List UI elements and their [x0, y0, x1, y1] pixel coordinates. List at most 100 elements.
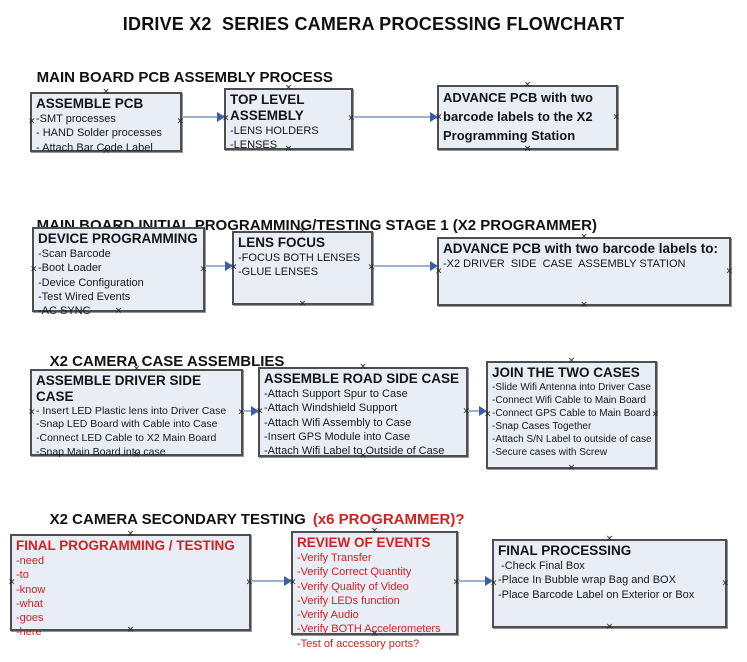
flow-box-join-the-two-cases: JOIN THE TWO CASES -Slide Wifi Antenna i…: [484, 357, 659, 473]
box-line: -Verify BOTH Accelerometers: [297, 623, 441, 636]
section-heading-red-suffix: (x6 PROGRAMMER)?: [312, 511, 465, 528]
arrow-head-icon: [225, 261, 233, 271]
box-line: -Verify Correct Quantity: [297, 566, 412, 579]
box-line: -Attach Support Spur to Case: [264, 387, 408, 400]
box-line: -Connect GPS Cable to Main Board: [492, 407, 651, 419]
section-heading-text: X2 CAMERA CASE ASSEMBLIES: [49, 353, 285, 370]
box-line: -Attach S/N Label to outside of case: [492, 433, 652, 445]
arrow-head-icon: [479, 406, 487, 416]
flow-box-lens-focus: LENS FOCUS -FOCUS BOTH LENSES -GLUE LENS…: [230, 227, 375, 309]
box-line: -Snap Main Board into case: [36, 445, 166, 458]
flow-box-assemble-pcb: ASSEMBLE PCB -SMT processes - HAND Solde…: [28, 88, 184, 156]
flow-box-final-processing: FINAL PROCESSING -Check Final Box -Place…: [490, 535, 729, 632]
arrow-head-icon: [430, 261, 438, 271]
flow-box-advance-pcb-programming-station: ADVANCE PCB with two barcode labels to t…: [435, 81, 620, 154]
flow-box-assemble-driver-side-case: ASSEMBLE DRIVER SIDE CASE - Insert LED P…: [28, 365, 245, 460]
box-line: -goes: [16, 612, 44, 625]
arrow-line: [182, 116, 218, 118]
connector-handle-icon: ×: [523, 144, 532, 154]
box-line: -FOCUS BOTH LENSES: [238, 251, 361, 264]
box-title: TOP LEVEL ASSEMBLY: [230, 92, 308, 123]
flow-box-advance-pcb-driver-side: ADVANCE PCB with two barcode labels to: …: [435, 233, 733, 310]
box-line: -Insert GPS Module into Case: [264, 430, 411, 443]
connector-handle-icon: ×: [8, 577, 16, 587]
box-line: -X2 DRIVER SIDE CASE ASSEMBLY STATION: [443, 257, 686, 270]
arrow-line: [251, 580, 285, 582]
arrow-head-icon: [485, 576, 493, 586]
box-line: -Verify Transfer: [297, 551, 372, 564]
box-title: FINAL PROGRAMMING / TESTING: [16, 538, 235, 553]
box-line: -LENS HOLDERS: [230, 124, 319, 137]
arrow-line: [468, 410, 480, 412]
connector-arrow-5: [243, 406, 259, 417]
connector-arrow-6: [468, 406, 487, 417]
section-heading-secondary-testing: X2 CAMERA SECONDARY TESTING(x6 PROGRAMME…: [33, 494, 465, 545]
box-line: - Insert LED Plastic lens into Driver Ca…: [36, 404, 227, 417]
box-line: -Scan Barcode: [38, 247, 111, 260]
connector-handle-icon: ×: [580, 300, 588, 310]
box-line: -Boot Loader: [38, 262, 102, 275]
flow-box-review-of-events: REVIEW OF EVENTS -Verify Transfer -Verif…: [289, 527, 460, 650]
box-line: -need: [16, 554, 45, 567]
arrow-line: [243, 410, 252, 412]
box-line: -LENSES: [230, 139, 278, 152]
box-line: -to: [16, 569, 29, 582]
box-line: -Snap LED Board with Cable into Case: [36, 418, 218, 431]
box-line: -GLUE LENSES: [238, 266, 319, 279]
box-line: -Connect Wifi Cable to Main Board: [492, 394, 646, 406]
flow-box-assemble-road-side-case: ASSEMBLE ROAD SIDE CASE -Attach Support …: [256, 363, 470, 461]
box-line: -what: [16, 597, 43, 610]
box-line: -Attach Wifi Assembly to Case: [264, 416, 412, 429]
box-title: JOIN THE TWO CASES: [492, 365, 640, 380]
arrow-head-icon: [284, 576, 292, 586]
box-title: ADVANCE PCB with two barcode labels to t…: [443, 90, 597, 143]
arrow-line: [458, 580, 486, 582]
box-title: LENS FOCUS: [238, 235, 326, 250]
connector-arrow-3: [205, 261, 233, 272]
section-heading-case-assemblies: X2 CAMERA CASE ASSEMBLIES: [33, 336, 285, 387]
arrow-line: [205, 265, 226, 267]
box-line: -Place Barcode Label on Exterior or Box: [498, 588, 695, 601]
box-line: -Test Wired Events: [38, 290, 131, 303]
box-title: ASSEMBLE PCB: [36, 96, 144, 111]
box-title: ASSEMBLE DRIVER SIDE CASE: [36, 373, 205, 404]
box-line: -Verify LEDs function: [297, 594, 400, 607]
box-line: -Place In Bubble wrap Bag and BOX: [498, 574, 676, 587]
box-line: -Snap Cases Together: [492, 420, 592, 432]
flow-box-final-programming-testing: FINAL PROGRAMMING / TESTING -need -to -k…: [8, 530, 253, 639]
box-line: -Test of accessory ports?: [297, 637, 420, 650]
box-line: -Slide Wifi Antenna into Driver Case: [492, 381, 651, 393]
box-line: -here: [16, 626, 42, 639]
flow-box-top-level-assembly: TOP LEVEL ASSEMBLY -LENS HOLDERS -LENSES…: [222, 84, 355, 154]
box-line: -Secure cases with Screw: [492, 446, 608, 458]
box-line: -Device Configuration: [38, 276, 144, 289]
box-line: -AC SYNC: [38, 305, 91, 318]
box-line: -Attach Windshield Support: [264, 402, 398, 415]
box-line: -Verify Quality of Video: [297, 580, 409, 593]
arrow-line: [373, 265, 431, 267]
box-line: -SMT processes: [36, 112, 116, 125]
page-title: IDRIVE X2 SERIES CAMERA PROCESSING FLOWC…: [122, 14, 625, 34]
connector-handle-icon: ×: [30, 264, 38, 274]
arrow-head-icon: [251, 406, 259, 416]
connector-arrow-1: [182, 112, 225, 123]
arrow-line: [353, 116, 431, 118]
box-line: -know: [16, 583, 46, 596]
connector-handle-icon: ×: [567, 463, 576, 473]
connector-handle-icon: ×: [298, 299, 307, 309]
arrow-head-icon: [430, 112, 438, 122]
box-title: FINAL PROCESSING: [498, 543, 632, 558]
box-title: DEVICE PROGRAMMING: [38, 231, 198, 246]
section-heading-pcb-assembly: MAIN BOARD PCB ASSEMBLY PROCESS: [20, 52, 333, 103]
connector-arrow-2: [353, 112, 438, 123]
box-line: -Check Final Box: [498, 559, 585, 572]
connector-handle-icon: ×: [28, 407, 36, 417]
flow-box-device-programming: DEVICE PROGRAMMING -Scan Barcode -Boot L…: [30, 223, 207, 318]
box-line: -Attach Wifi Label to Outside of Case: [264, 445, 445, 458]
box-line: -Verify Audio: [297, 609, 359, 622]
arrow-head-icon: [217, 112, 225, 122]
connector-arrow-7: [251, 576, 292, 587]
box-title: ASSEMBLE ROAD SIDE CASE: [264, 371, 460, 386]
box-line: - HAND Solder processes: [36, 127, 162, 140]
